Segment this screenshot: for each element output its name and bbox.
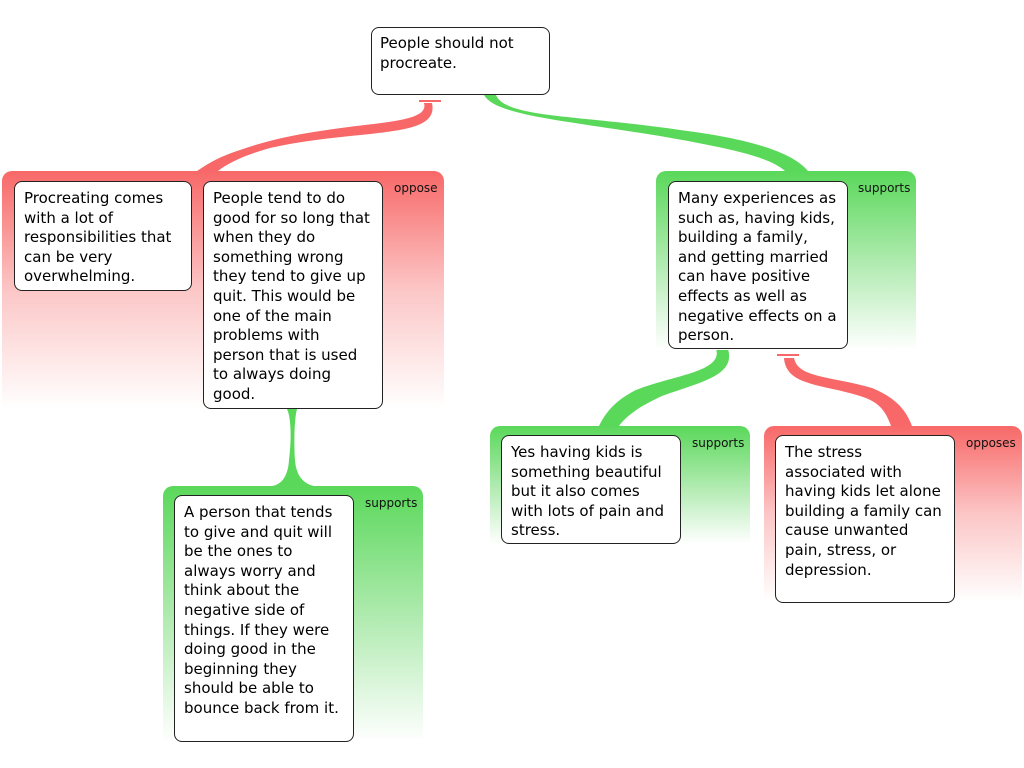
support-label: supports <box>858 181 911 195</box>
oppose-connector <box>197 103 433 171</box>
sub-support-left-premise[interactable]: A person that tends to give and quit wil… <box>174 495 354 742</box>
sub-oppose-right-label: opposes <box>966 436 1016 450</box>
oppose-premise-1[interactable]: Procreating comes with a lot of responsi… <box>14 181 192 291</box>
claim-node[interactable]: People should not procreate. <box>371 27 550 95</box>
sub-support-right-connector <box>599 349 730 426</box>
sub-support-left-label: supports <box>365 496 418 510</box>
support-connector <box>484 95 808 171</box>
sub-oppose-right-premise[interactable]: The stress associated with having kids l… <box>775 435 955 603</box>
sub-oppose-right-connector <box>784 358 912 426</box>
support-premise-1[interactable]: Many experiences as such as, having kids… <box>668 181 848 349</box>
sub-support-left-connector <box>272 409 314 486</box>
sub-support-right-premise[interactable]: Yes having kids is something beautiful b… <box>501 435 681 544</box>
oppose-label: oppose <box>394 181 438 195</box>
sub-support-right-label: supports <box>692 436 745 450</box>
oppose-premise-2[interactable]: People tend to do good for so long that … <box>203 181 383 409</box>
